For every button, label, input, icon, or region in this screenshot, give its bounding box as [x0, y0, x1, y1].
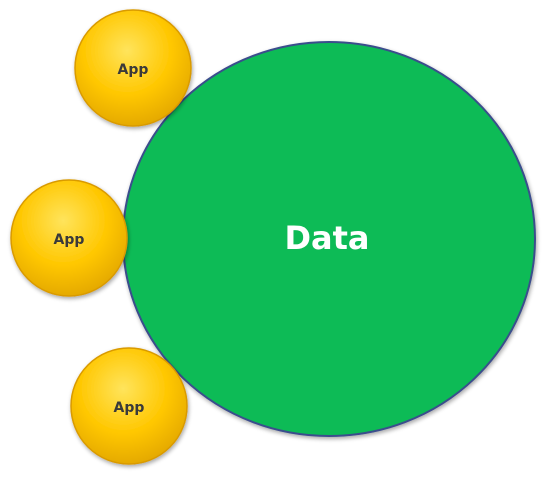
app-circle-bottom — [70, 347, 188, 465]
app-node-middle: App — [10, 179, 128, 297]
app-label-top: App — [118, 62, 149, 78]
data-node: Data — [122, 41, 536, 437]
app-circle-top — [74, 9, 192, 127]
app-circle-middle — [10, 179, 128, 297]
app-label-middle: App — [54, 232, 85, 248]
app-node-bottom: App — [70, 347, 188, 465]
app-label-bottom: App — [114, 400, 145, 416]
data-label: Data — [284, 219, 369, 257]
app-node-top: App — [74, 9, 192, 127]
